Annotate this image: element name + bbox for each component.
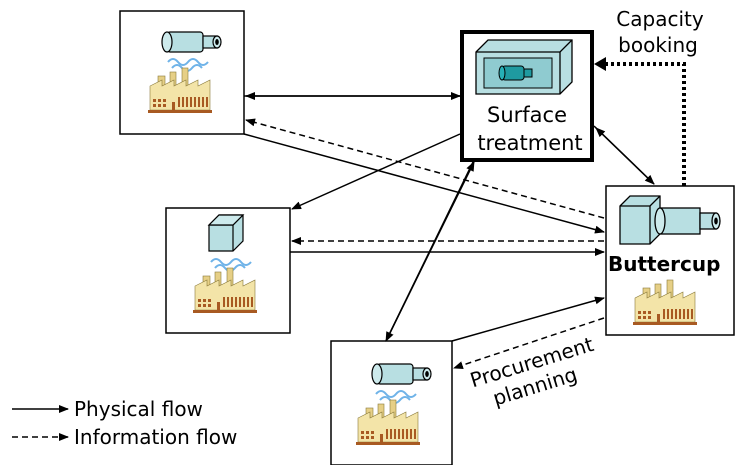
large-cylinder-icon [619,195,721,245]
capacity-booking-arrow [600,62,686,186]
capacity-booking-label: Capacity [616,7,704,31]
surface-treatment-label: Surface [487,103,567,127]
capacity-booking-arrowhead [594,57,606,71]
information-flow-arrow [453,317,605,369]
capacity-booking-label: booking [618,33,698,57]
cube-icon [207,214,245,252]
treatment-tank-icon [475,39,573,95]
physical-flow-arrow [595,127,655,185]
physical-flow-arrow [451,296,605,342]
physical-flow-arrow [385,161,475,342]
physical-flow-arrow [243,133,605,234]
surface-treatment-label: treatment [477,131,582,155]
legend-physical-label: Physical flow [74,397,203,421]
information-flow-arrow [245,118,605,219]
buttercup-label: Buttercup [608,252,720,276]
legend-information-label: Information flow [74,425,237,449]
physical-flow-arrow [291,133,461,210]
